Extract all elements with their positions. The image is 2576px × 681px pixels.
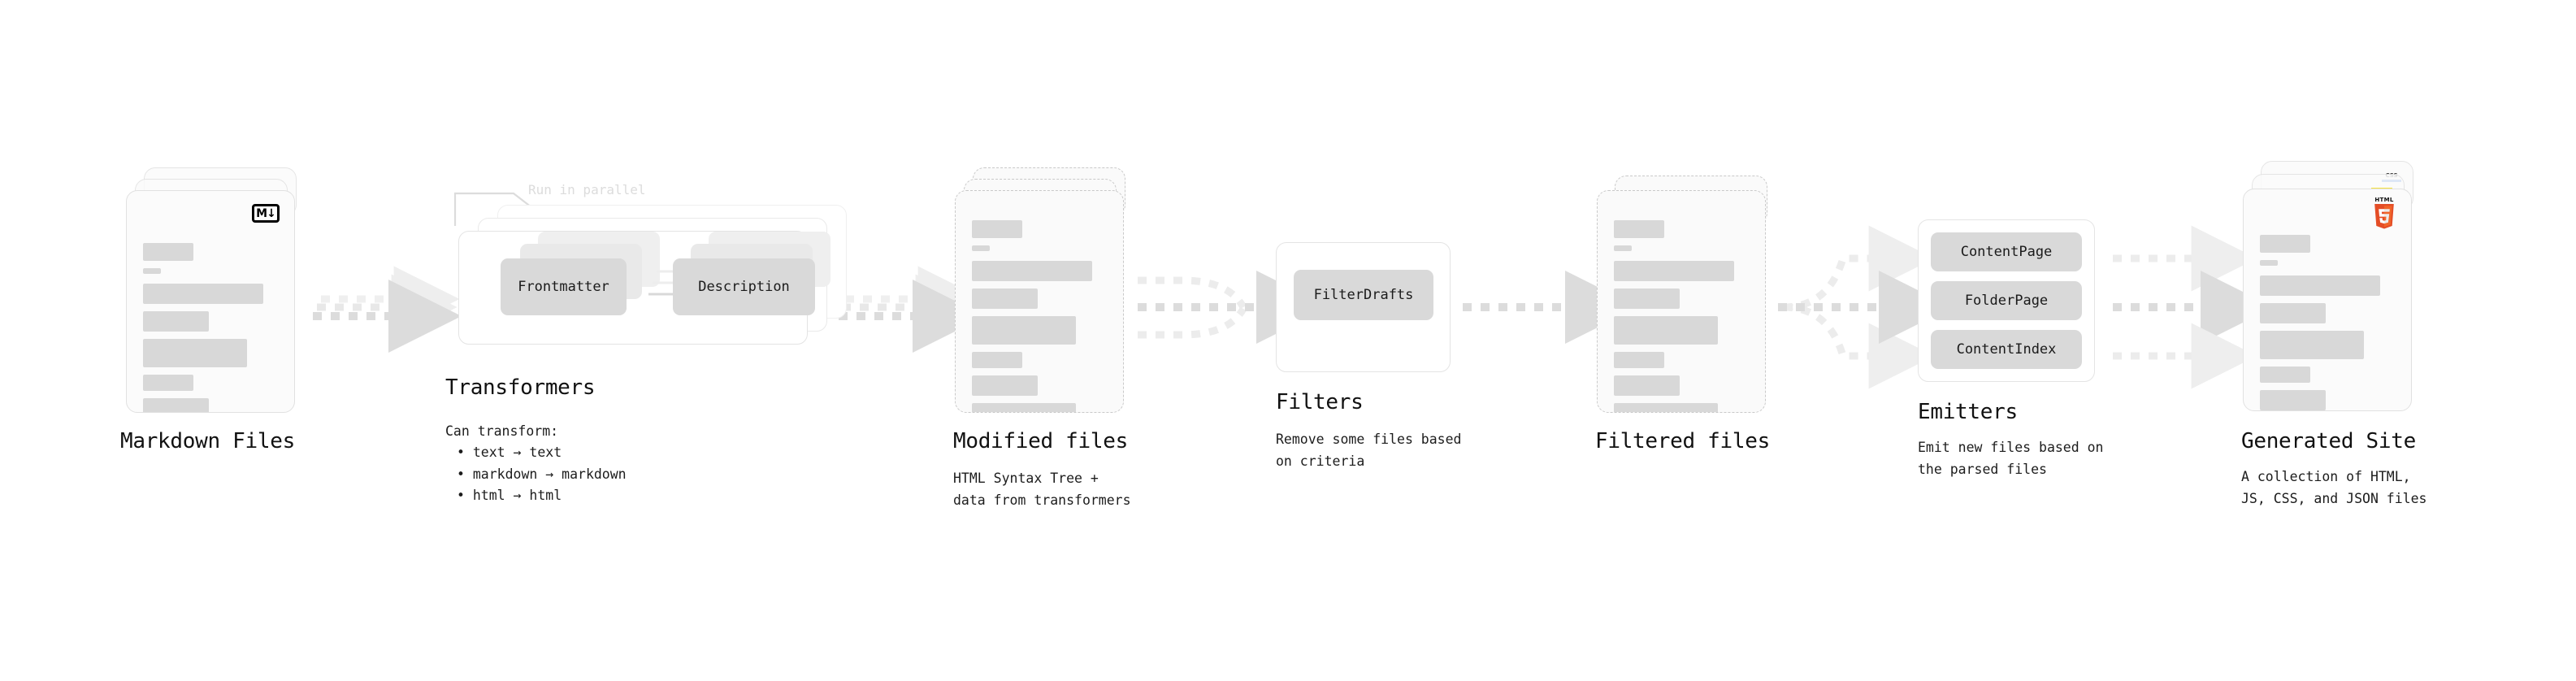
- stage-generated-site: CSS JS HTML: [2241, 161, 2426, 506]
- arrow-emitters-to-site: [2113, 225, 2274, 389]
- stage-title-markdown-files: Markdown Files: [120, 429, 295, 453]
- arrow-markdown-to-transformers: [313, 266, 462, 353]
- pill-contentindex[interactable]: ContentIndex: [1931, 330, 2082, 369]
- pill-contentpage[interactable]: ContentPage: [1931, 232, 2082, 271]
- pill-folderpage[interactable]: FolderPage: [1931, 281, 2082, 320]
- markdown-card-front: M↓: [126, 190, 295, 413]
- stage-emitters: ContentPage FolderPage ContentIndex Emit…: [1918, 219, 2113, 477]
- emitters-subtitle: Emit new files based on the parsed files: [1918, 440, 2104, 477]
- pill-contentindex-label: ContentIndex: [1956, 341, 2057, 358]
- stage-title-modified-files: Modified files: [953, 429, 1128, 453]
- pill-folderpage-label: FolderPage: [1964, 293, 2049, 309]
- arrow-filtered-to-emitters: [1778, 225, 1952, 389]
- pill-description[interactable]: Description: [673, 258, 815, 315]
- stage-transformers: Run in parallel Frontmatter: [445, 182, 870, 503]
- site-card-front: HTML: [2243, 189, 2412, 411]
- arrow-modified-to-filters: [1138, 271, 1329, 344]
- html5-badge-word: HTML: [2374, 197, 2394, 203]
- stage-title-filters: Filters: [1276, 390, 1364, 414]
- pill-description-label: Description: [698, 279, 790, 295]
- markdown-card-bars: [143, 243, 281, 412]
- stage-title-generated-site: Generated Site: [2241, 429, 2416, 453]
- transformers-subtitle-lead: Can transform:: [445, 423, 559, 439]
- pill-filterdrafts[interactable]: FilterDrafts: [1294, 270, 1433, 320]
- filters-subtitle: Remove some files based on criteria: [1276, 432, 1462, 469]
- stage-filters: FilterDrafts Filters Remove some files b…: [1276, 242, 1461, 469]
- transformers-bullet-list: • text → text • markdown → markdown • ht…: [457, 442, 627, 507]
- generated-site-subtitle: A collection of HTML, JS, CSS, and JSON …: [2241, 469, 2427, 506]
- modified-card-front: [955, 190, 1124, 413]
- html5-shield: [2373, 204, 2396, 230]
- transformers-bullet-1: • markdown → markdown: [457, 466, 627, 482]
- stage-filtered-files: Filtered files: [1595, 169, 1772, 453]
- modified-card-bars: [972, 220, 1110, 412]
- pill-contentpage-label: ContentPage: [1960, 244, 2053, 260]
- transformers-bullet-2: • html → html: [457, 488, 562, 504]
- stage-modified-files: Modified files HTML Syntax Tree + data f…: [953, 167, 1131, 508]
- site-card-bars: [2260, 235, 2398, 410]
- run-in-parallel-annotation: Run in parallel: [528, 182, 646, 197]
- modified-files-subtitle: HTML Syntax Tree + data from transformer…: [953, 471, 1131, 508]
- filtered-card-front: [1597, 190, 1766, 413]
- stage-title-filtered-files: Filtered files: [1595, 429, 1770, 453]
- stage-title-transformers: Transformers: [445, 375, 596, 400]
- stage-title-emitters: Emitters: [1918, 400, 2018, 424]
- pill-frontmatter-label: Frontmatter: [518, 279, 609, 295]
- stage-markdown-files: M↓ Markdown Files: [120, 167, 301, 453]
- markdown-badge-icon: M↓: [252, 204, 280, 223]
- filtered-card-bars: [1614, 220, 1752, 412]
- pill-filterdrafts-label: FilterDrafts: [1313, 287, 1414, 303]
- html5-badge-icon: HTML: [2370, 197, 2398, 230]
- pill-frontmatter[interactable]: Frontmatter: [501, 258, 627, 315]
- transformers-bullet-0: • text → text: [457, 445, 562, 460]
